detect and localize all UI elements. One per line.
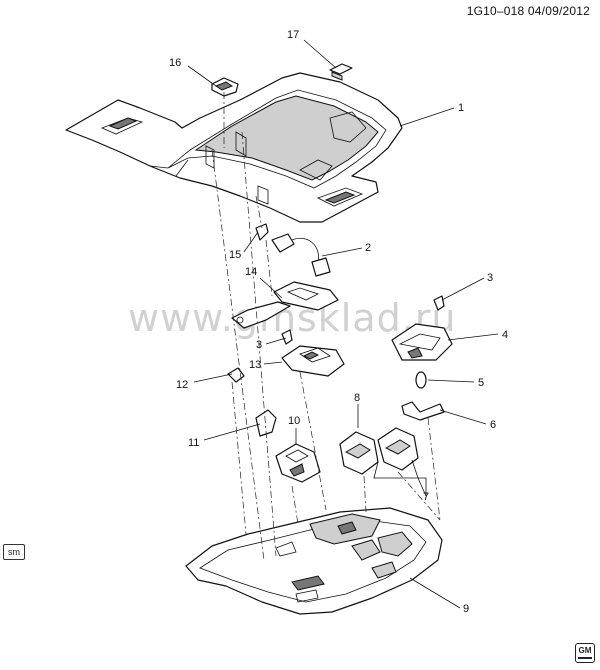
overhead-frame-part-1: [65, 72, 403, 223]
wire-harness-part-2: [271, 233, 331, 277]
screw-part-3-upper: [433, 295, 445, 311]
clip-part-11: [255, 409, 277, 437]
callout-3-upper: 3: [487, 272, 493, 284]
module-part-4: [391, 323, 453, 361]
gm-logo: GM: [575, 643, 595, 663]
bracket-part-13: [281, 345, 345, 377]
callout-7: 7: [423, 491, 429, 503]
callout-5: 5: [478, 377, 484, 389]
callout-1: 1: [458, 102, 464, 114]
clip-part-16: [211, 77, 239, 97]
callout-16: 16: [169, 57, 181, 69]
switch-part-8: [339, 431, 379, 475]
callout-14: 14: [245, 266, 257, 278]
bulb-part-5: [415, 371, 427, 389]
callout-9: 9: [463, 603, 469, 615]
callout-15: 15: [229, 249, 241, 261]
callout-12: 12: [176, 379, 188, 391]
screw-part-15: [255, 223, 269, 241]
bracket-part-14: [231, 281, 339, 329]
callout-labels: 1 2 3 3 4 5 6 7 8 9 10 11 12 13 14 15 16…: [169, 29, 508, 615]
callout-6: 6: [490, 419, 496, 431]
callout-3-lower: 3: [256, 339, 262, 351]
sm-badge: sm: [3, 544, 25, 560]
leader-lines: [187, 39, 499, 609]
callout-13: 13: [249, 359, 261, 371]
switch-part-10: [275, 443, 321, 483]
switch-part-7: [377, 427, 419, 471]
diagram-code-date: 1G10–018 04/09/2012: [466, 4, 590, 18]
assembly-lines: [211, 92, 441, 561]
callout-17: 17: [287, 29, 299, 41]
callout-11: 11: [188, 437, 199, 449]
callout-4: 4: [502, 329, 508, 341]
callout-8: 8: [354, 392, 360, 404]
console-housing-part-9: [185, 507, 443, 615]
screw-part-3-lower: [281, 329, 293, 345]
callout-10: 10: [288, 415, 300, 427]
clip-part-12: [227, 367, 245, 383]
gm-logo-bar: [578, 657, 592, 659]
gm-logo-text: GM: [578, 646, 592, 655]
bracket-part-6: [401, 401, 445, 421]
callout-2: 2: [365, 242, 371, 254]
pad-part-17: [329, 63, 353, 81]
